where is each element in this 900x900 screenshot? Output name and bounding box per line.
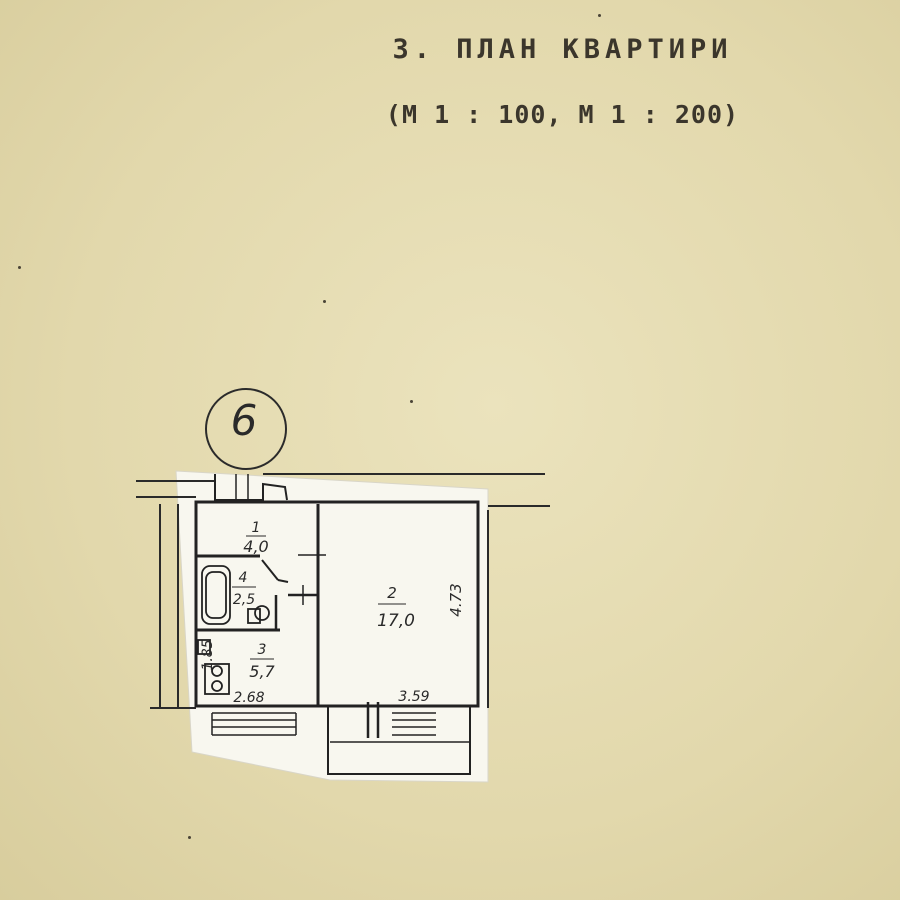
dimension-kitchen-depth: 1.85	[200, 639, 216, 670]
paper-speck	[410, 400, 413, 403]
toilet	[254, 605, 270, 621]
paper-speck	[188, 836, 191, 839]
windows-balcony	[211, 702, 471, 775]
plan-title: 3. ПЛАН КВАРТИРИ	[392, 34, 733, 65]
building-lines	[136, 473, 550, 709]
dimension-kitchen-width: 2.68	[233, 690, 264, 706]
paper-speck	[598, 14, 601, 17]
room-number: 4	[239, 570, 248, 586]
plan-paper	[175, 470, 489, 783]
paper-speck	[18, 266, 21, 269]
room-number: 2	[387, 584, 397, 602]
apartment-walls	[194, 474, 480, 708]
bathtub	[201, 565, 231, 625]
room-number: 3	[258, 642, 267, 658]
apartment-number: 6	[230, 396, 258, 445]
dimension-room2-depth: 4.73	[447, 583, 465, 616]
fixtures	[197, 565, 270, 695]
sink	[197, 639, 211, 655]
room-area: 4,0	[243, 537, 268, 556]
dimension-room2-width: 3.59	[398, 689, 429, 705]
room-area: 2,5	[233, 592, 255, 608]
room-area: 5,7	[249, 662, 275, 681]
room-area: 17,0	[377, 611, 415, 631]
room-number: 1	[252, 520, 261, 536]
apartment-number-circle	[205, 388, 287, 470]
stove	[204, 663, 230, 695]
plan-scale: (М 1 : 100, М 1 : 200)	[385, 100, 740, 129]
paper-speck	[323, 300, 326, 303]
